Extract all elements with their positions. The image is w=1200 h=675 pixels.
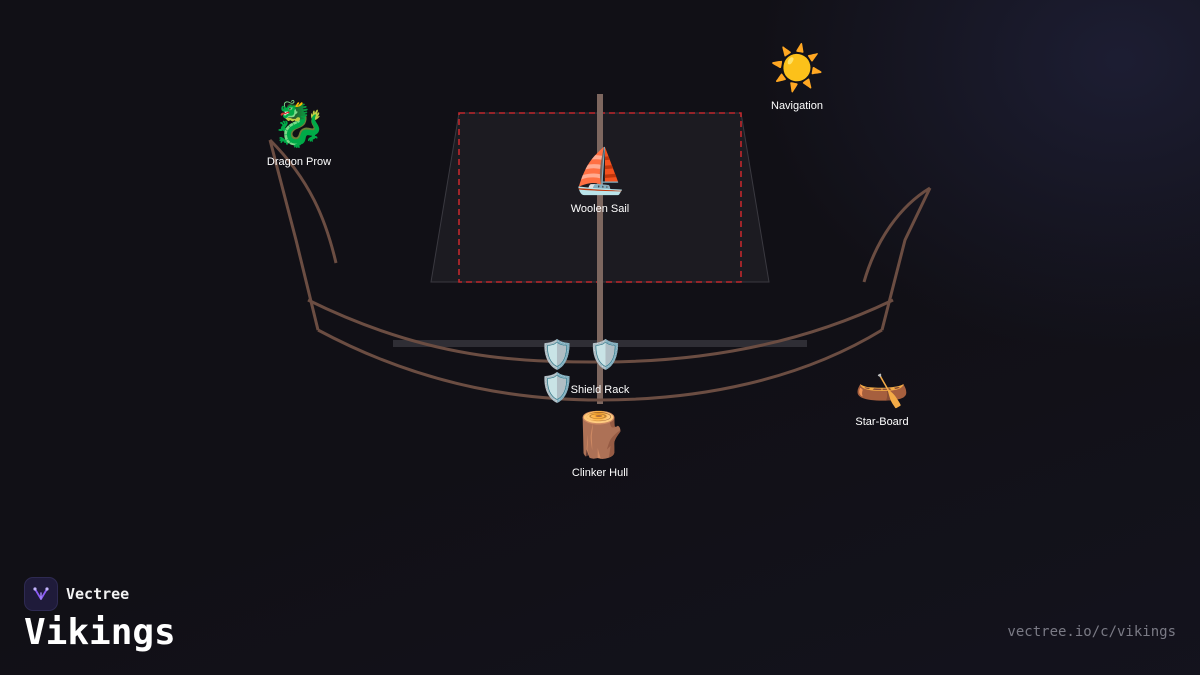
woolen-sail-label: Woolen Sail [570,203,630,215]
star-board-label: Star-Board [855,416,909,428]
bow-inner [268,138,338,264]
log-icon: 🪵 [572,410,628,461]
brand[interactable]: Vectree [24,577,129,611]
mast [597,94,603,404]
shield-icon: 🛡️ [539,371,575,404]
page-title: Vikings [24,612,176,653]
shield-rack-label: Shield Rack [570,384,630,396]
dragon-icon: 🐉 [271,99,327,150]
stern-inner [862,186,931,283]
stern-outer [880,187,932,331]
clinker-hull-label: Clinker Hull [571,467,629,479]
node-dragon-prow[interactable]: 🐉 Dragon Prow [239,99,359,169]
shield-icon: 🛡️ [588,338,623,371]
node-shield-rack[interactable]: 🛡️ 🛡️ 🛡️ [536,338,666,404]
vectree-logo-icon [24,577,58,611]
brand-name: Vectree [66,585,130,603]
node-navigation[interactable]: ☀️ Navigation [737,43,857,113]
sailboat-icon: ⛵ [572,146,628,197]
node-star-board[interactable]: 🛶 Star-Board [822,359,942,429]
node-woolen-sail[interactable]: ⛵ Woolen Sail [540,146,660,216]
dragon-prow-label: Dragon Prow [266,156,332,168]
page-url[interactable]: vectree.io/c/vikings [1007,624,1176,640]
hull-upper [307,298,894,364]
hull-lower [317,328,883,402]
canoe-icon: 🛶 [854,359,910,410]
shield-icon: 🛡️ [539,338,575,371]
sun-icon: ☀️ [769,43,825,94]
node-clinker-hull[interactable]: 🪵 Clinker Hull [540,410,660,480]
navigation-label: Navigation [771,100,823,112]
